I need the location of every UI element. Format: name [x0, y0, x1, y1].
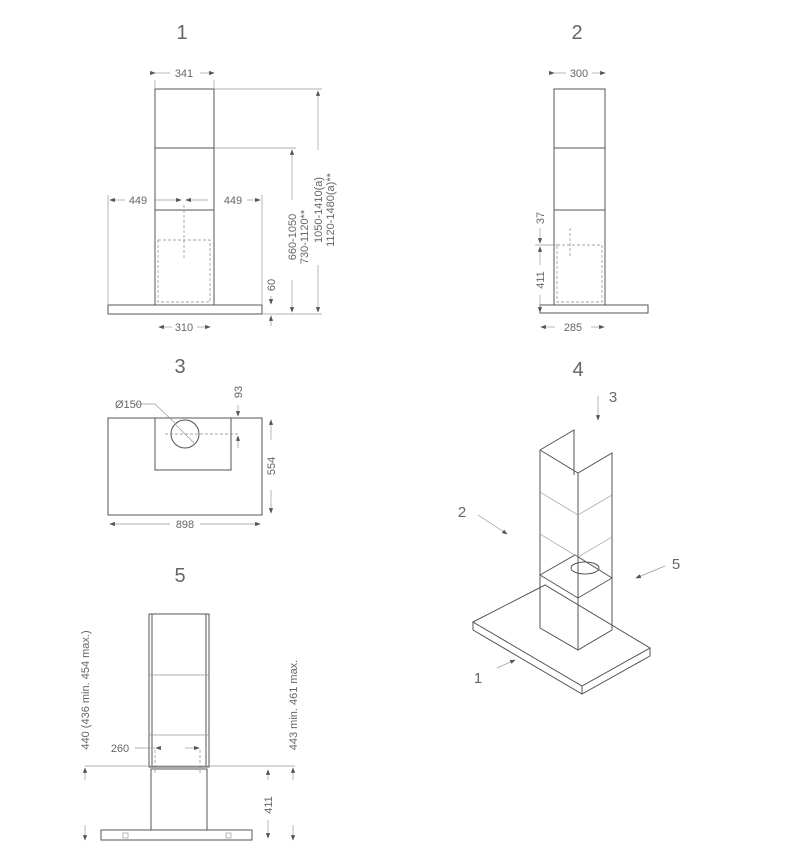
figure-1-front-view: 1 341 449 449 310 60 660-1050 730-1120**…	[107, 22, 337, 334]
dim-341: 341	[175, 68, 193, 80]
callout-1: 1	[474, 670, 482, 687]
dim-diameter-150: Ø150	[115, 399, 142, 411]
figure-2-side-view: 2 300 37 411 285	[535, 22, 649, 334]
dim-660-1050: 660-1050	[287, 214, 299, 261]
figure-4-number: 4	[572, 359, 583, 381]
figure-3-top-view: 3 Ø150 93 554 898	[107, 356, 278, 531]
dim-1120-1480a: 1120-1480(a)**	[325, 172, 337, 247]
dim-554: 554	[266, 457, 278, 475]
dim-300: 300	[570, 68, 588, 80]
dim-310: 310	[175, 322, 193, 334]
figure-3-number: 3	[174, 356, 185, 378]
dim-449-right: 449	[224, 195, 242, 207]
dim-730-1120: 730-1120**	[299, 209, 311, 264]
dim-440-range: 440 (436 min. 454 max.)	[80, 630, 92, 749]
callout-2: 2	[458, 504, 466, 521]
dim-898: 898	[176, 519, 194, 531]
callout-5: 5	[672, 556, 680, 573]
dim-93: 93	[233, 386, 245, 398]
figure-2-number: 2	[571, 22, 582, 44]
dim-1050-1410a: 1050-1410(a)	[313, 177, 325, 243]
figure-4-isometric-view: 4 1 2 3 5	[458, 359, 680, 695]
figure-5-number: 5	[174, 565, 185, 587]
callout-3: 3	[609, 389, 617, 406]
figure-5-front-view-dimensions: 5 260 411 440 (436 min. 454 max.) 443 mi…	[80, 565, 300, 841]
dim-449-left: 449	[129, 195, 147, 207]
figure-1-number: 1	[176, 22, 187, 44]
dim-60: 60	[266, 279, 278, 291]
dim-443-range: 443 min. 461 max.	[288, 660, 300, 751]
dim-37: 37	[535, 212, 547, 224]
dim-285: 285	[564, 322, 582, 334]
dim-260: 260	[111, 743, 129, 755]
dim-411: 411	[535, 271, 547, 289]
dim-411: 411	[263, 796, 275, 814]
